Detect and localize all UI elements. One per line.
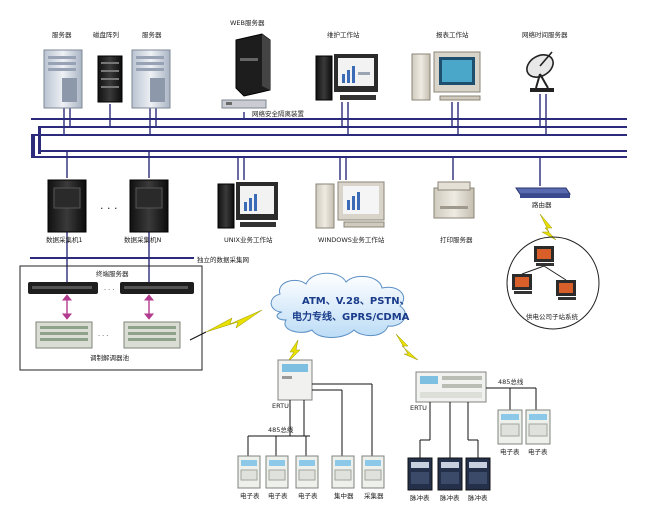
- data-collector-n[interactable]: 数据采集机N: [124, 179, 169, 244]
- security-isolation-device[interactable]: 网络安全隔离装置: [221, 99, 305, 118]
- modem-rack-2[interactable]: [123, 321, 181, 349]
- backbone-bus: [31, 118, 627, 158]
- network-time-server[interactable]: 网络时间服务器: [522, 30, 568, 92]
- ertu-right[interactable]: ERTU: [410, 371, 487, 412]
- ertu-left-label: ERTU: [272, 402, 289, 410]
- concentrator-label: 集中器: [334, 491, 354, 500]
- terminal-server-2[interactable]: [120, 282, 194, 294]
- concentrator[interactable]: 集中器: [331, 455, 355, 500]
- modem-ellipsis: · · ·: [98, 332, 108, 340]
- data-collector-1-label: 数据采集机1: [46, 235, 83, 244]
- server-2-label: 服务器: [142, 30, 162, 39]
- maintenance-workstation[interactable]: 维护工作站: [315, 30, 378, 101]
- cloud-text-line-1: ATM、V.28、PSTN、: [302, 296, 410, 307]
- lightning-right: [395, 333, 419, 361]
- collector[interactable]: 采集器: [361, 455, 385, 500]
- server-1[interactable]: 服务器: [43, 30, 83, 109]
- meter-left-2[interactable]: 电子表: [265, 455, 289, 500]
- print-server-label: 打印服务器: [440, 235, 473, 244]
- link-arrows: [61, 294, 155, 320]
- substation-subsystem[interactable]: 供电公司子站系统: [506, 236, 600, 330]
- ertu-right-label: ERTU: [410, 404, 427, 412]
- top-drops: [63, 94, 547, 136]
- pulse-meter-3-label: 脉冲表: [468, 493, 488, 502]
- maintenance-workstation-label: 维护工作站: [327, 30, 360, 39]
- web-server[interactable]: WEB服务器: [230, 18, 271, 97]
- report-workstation-label: 报表工作站: [436, 30, 469, 39]
- meter-right-1[interactable]: 电子表: [497, 409, 523, 456]
- unix-workstation[interactable]: UNIX业务工作站: [217, 182, 278, 244]
- disk-array-label: 磁盘阵列: [93, 30, 119, 39]
- pulse-meter-2[interactable]: 脉冲表: [437, 457, 463, 502]
- server-2[interactable]: 服务器: [131, 30, 171, 109]
- server-1-label: 服务器: [52, 30, 72, 39]
- modem-pool-label: 调制解调器池: [90, 353, 130, 362]
- security-isolation-label: 网络安全隔离装置: [252, 109, 305, 118]
- terminal-server-label: 终端服务器: [96, 269, 129, 278]
- subsystem-pc-3: [556, 280, 576, 300]
- router[interactable]: 路由器: [515, 187, 571, 209]
- pulse-meter-1-label: 脉冲表: [410, 493, 430, 502]
- terminal-ellipsis: · · ·: [104, 286, 114, 294]
- ertu-left-links: [247, 383, 373, 456]
- ertu-right-links: [419, 387, 537, 458]
- pulse-meter-3[interactable]: 脉冲表: [465, 457, 491, 502]
- meter-left-3[interactable]: 电子表: [295, 455, 319, 500]
- network-cloud: ATM、V.28、PSTN、 电力专线、GPRS/CDMA: [270, 272, 410, 338]
- lightning-left: [205, 309, 263, 333]
- pulse-meter-2-label: 脉冲表: [440, 493, 460, 502]
- independent-network-label: 独立的数据采集网: [197, 255, 249, 264]
- bus-485-right-label: 485总线: [498, 377, 524, 386]
- bus-485-left-label: 485总线: [268, 425, 294, 434]
- unix-workstation-label: UNIX业务工作站: [224, 235, 273, 244]
- meter-left-1-label: 电子表: [240, 491, 260, 500]
- data-collector-1[interactable]: 数据采集机1: [46, 179, 87, 244]
- router-label: 路由器: [532, 200, 552, 209]
- collector-ellipsis: · · ·: [100, 202, 117, 215]
- meter-left-1[interactable]: 电子表: [237, 455, 261, 500]
- meter-right-2-label: 电子表: [528, 447, 548, 456]
- windows-workstation[interactable]: WINDOWS业务工作站: [315, 181, 385, 244]
- meter-left-2-label: 电子表: [268, 491, 288, 500]
- disk-array[interactable]: 磁盘阵列: [93, 30, 123, 103]
- subsystem-pc-2: [512, 274, 532, 294]
- print-server[interactable]: 打印服务器: [433, 181, 475, 244]
- router-lightning: [539, 213, 557, 241]
- cloud-text-line-2: 电力专线、GPRS/CDMA: [292, 310, 410, 323]
- independent-network-line: 独立的数据采集网: [30, 232, 249, 282]
- modem-rack-1[interactable]: [35, 321, 93, 349]
- meter-left-3-label: 电子表: [298, 491, 318, 500]
- subsystem-label: 供电公司子站系统: [526, 312, 579, 321]
- ertu-left[interactable]: ERTU: [272, 359, 313, 410]
- terminal-server-1[interactable]: [28, 282, 98, 294]
- collector-label: 采集器: [364, 491, 384, 500]
- report-workstation[interactable]: 报表工作站: [411, 30, 481, 101]
- network-time-server-label: 网络时间服务器: [522, 30, 568, 39]
- meter-right-2[interactable]: 电子表: [525, 409, 551, 456]
- subsystem-pc-1: [534, 246, 554, 266]
- meter-right-1-label: 电子表: [500, 447, 520, 456]
- web-server-label: WEB服务器: [230, 18, 265, 27]
- windows-workstation-label: WINDOWS业务工作站: [318, 235, 385, 244]
- middle-drops: [66, 152, 541, 186]
- modem-box: 终端服务器 · · · · · ·: [19, 265, 203, 371]
- pulse-meter-1[interactable]: 脉冲表: [407, 457, 433, 502]
- data-collector-n-label: 数据采集机N: [124, 235, 162, 244]
